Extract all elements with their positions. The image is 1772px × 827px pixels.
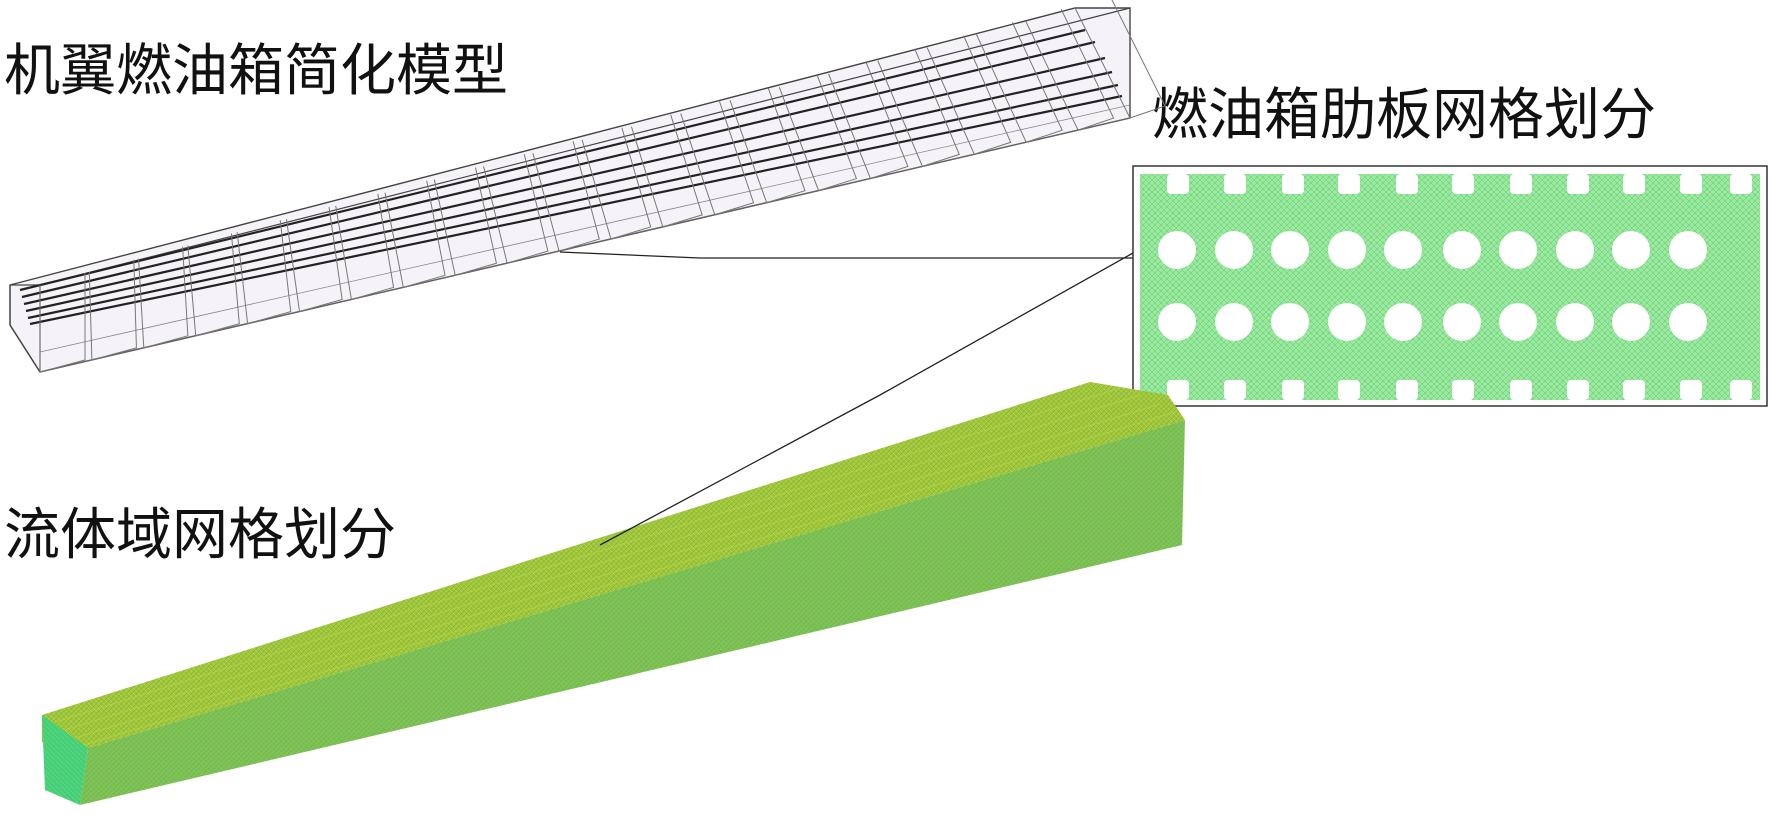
stringer-notch <box>1338 174 1360 194</box>
lightening-hole <box>1271 303 1309 341</box>
stringer-notch <box>1167 174 1189 194</box>
stringer-notch <box>1282 380 1304 400</box>
stringer-notch <box>1282 174 1304 194</box>
stringer-notch <box>1680 380 1702 400</box>
stringer-notch <box>1567 380 1589 400</box>
stringer-notch <box>1224 380 1246 400</box>
stringer-notch <box>1510 174 1532 194</box>
rib-holes <box>1158 174 1752 400</box>
lightening-hole <box>1499 303 1537 341</box>
lightening-hole <box>1669 231 1707 269</box>
rib-outline <box>384 180 446 288</box>
stringer-notch <box>1730 380 1752 400</box>
stringer-notch <box>1452 174 1474 194</box>
rib-outline <box>39 273 86 373</box>
leader-lines <box>559 251 1134 546</box>
stringer-notch <box>1338 380 1360 400</box>
lightening-hole <box>1443 303 1481 341</box>
rib-mesh-panel <box>1132 165 1768 407</box>
wing-tank-wireframe <box>9 0 1166 373</box>
rib-outline <box>926 35 1012 155</box>
stringer-notch <box>1623 174 1645 194</box>
lightening-hole <box>1443 231 1481 269</box>
rib-mesh-label: 燃油箱肋板网格划分 <box>1152 83 1656 148</box>
rib-outline <box>877 48 960 167</box>
rib-outline <box>335 193 395 301</box>
lightening-hole <box>1556 231 1594 269</box>
rib-outline <box>433 167 498 276</box>
rib-outline <box>828 61 909 180</box>
lightening-hole <box>1328 303 1366 341</box>
stringer-notch <box>1567 174 1589 194</box>
lightening-hole <box>1384 231 1422 269</box>
lightening-hole <box>1158 231 1196 269</box>
rib-outline <box>532 140 600 252</box>
rib-outline <box>187 233 240 337</box>
lightening-hole <box>1612 303 1650 341</box>
rib-outline <box>680 101 755 216</box>
lightening-hole <box>1271 231 1309 269</box>
stringer-notch <box>1167 380 1189 400</box>
lightening-hole <box>1328 231 1366 269</box>
fluid-domain-mesh-label: 流体域网格划分 <box>4 503 396 568</box>
stringer-notch <box>1730 174 1752 194</box>
rib-outline <box>778 74 858 192</box>
lightening-hole <box>1669 303 1707 341</box>
stringer-notch <box>1452 380 1474 400</box>
spar-lines <box>19 28 1123 326</box>
lightening-hole <box>1499 231 1537 269</box>
fluid-domain-mesh <box>42 382 1185 805</box>
rib-group <box>39 0 1166 373</box>
rib-outline <box>729 88 806 204</box>
rib-outline <box>236 220 292 325</box>
rib-mesh-plate <box>1140 174 1760 400</box>
rib-outline <box>88 259 137 361</box>
rib-outline <box>581 127 652 240</box>
lightening-hole <box>1612 231 1650 269</box>
rib-outline <box>1025 8 1115 131</box>
stringer-notch <box>1680 174 1702 194</box>
rib-outline <box>483 154 549 264</box>
stringer-notch <box>1396 174 1418 194</box>
lightening-hole <box>1215 303 1253 341</box>
lightening-hole <box>1158 303 1196 341</box>
rib-outline <box>138 246 189 349</box>
lightening-hole <box>1556 303 1594 341</box>
rib-outline <box>285 206 343 313</box>
stringer-notch <box>1623 380 1645 400</box>
wing-tank-model-label: 机翼燃油箱简化模型 <box>4 39 508 104</box>
stringer-notch <box>1224 174 1246 194</box>
rib-outline <box>630 114 703 228</box>
stringer-notch <box>1510 380 1532 400</box>
rib-outline <box>975 22 1063 143</box>
rib-outline <box>1074 0 1166 119</box>
lightening-hole <box>1384 303 1422 341</box>
stringer-notch <box>1396 380 1418 400</box>
lightening-hole <box>1215 231 1253 269</box>
